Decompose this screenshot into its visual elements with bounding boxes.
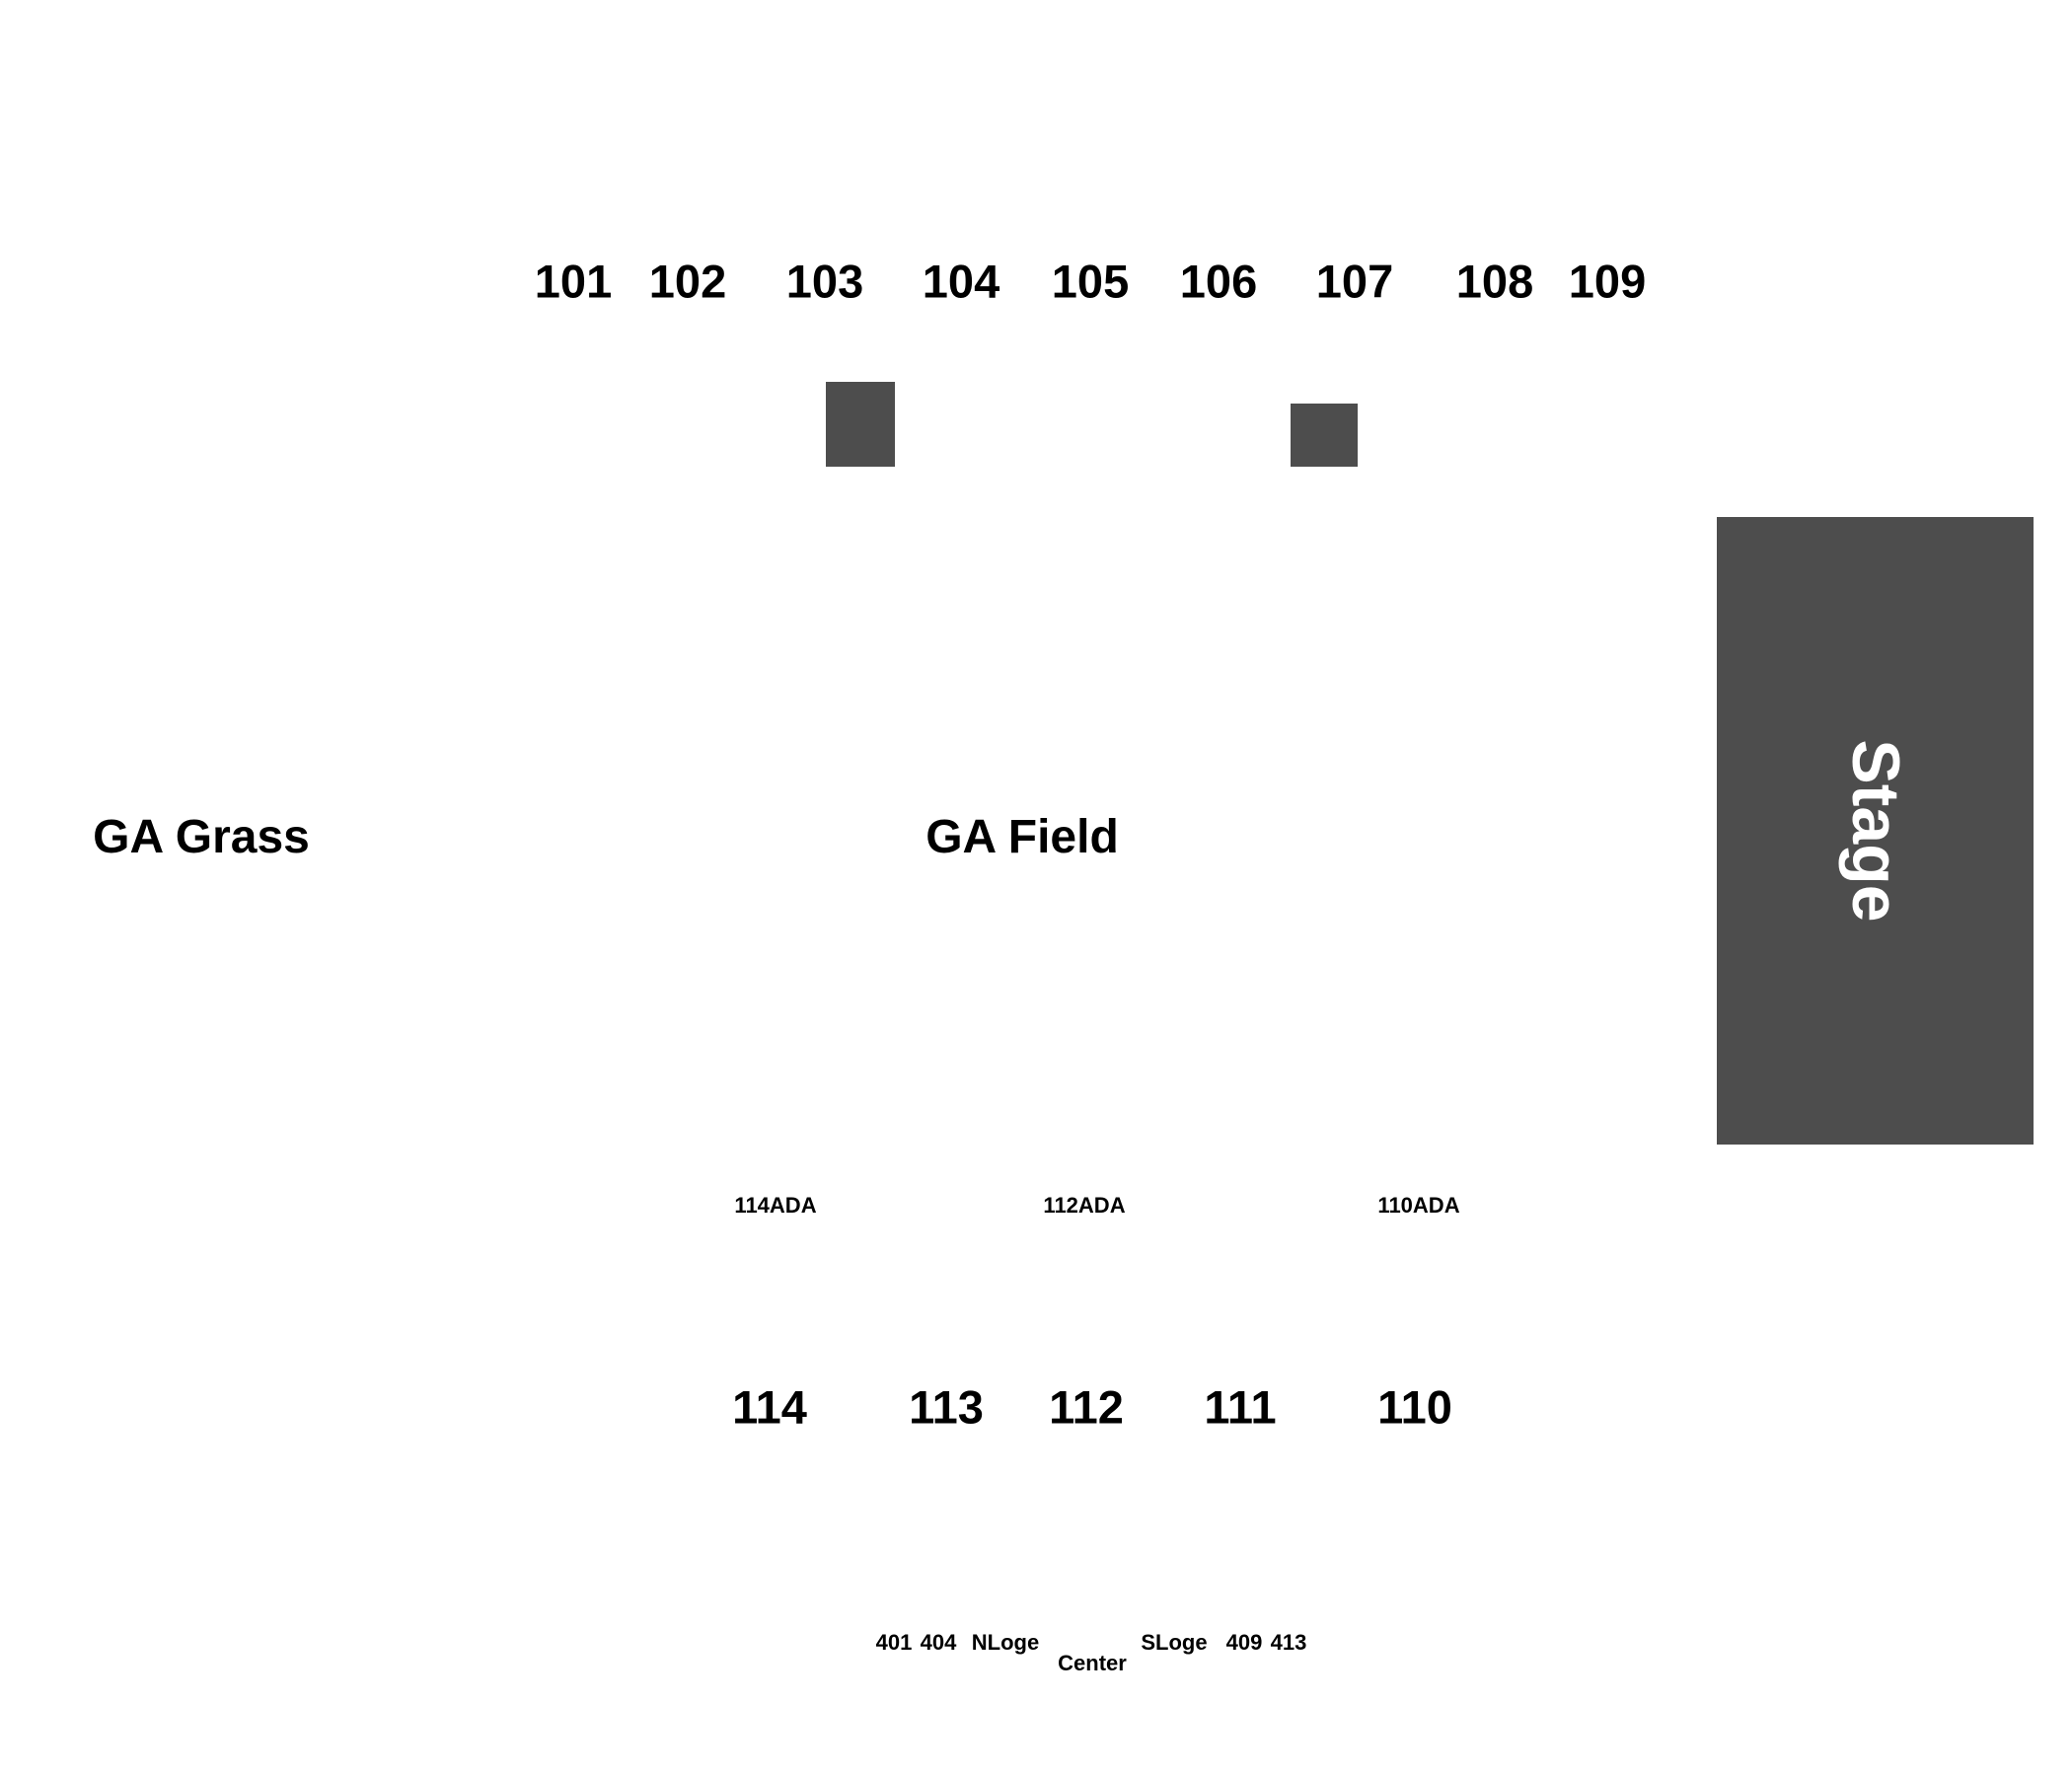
section-110ada[interactable]: 110ADA: [1377, 1193, 1460, 1218]
section-112[interactable]: 112: [1049, 1380, 1124, 1434]
ga-field-label[interactable]: GA Field: [925, 811, 1119, 863]
section-103[interactable]: 103: [785, 255, 864, 308]
section-north-loge[interactable]: NLoge: [971, 1630, 1040, 1655]
section-111[interactable]: 111: [1204, 1380, 1277, 1434]
section-110[interactable]: 110: [1377, 1380, 1452, 1434]
section-105[interactable]: 105: [1051, 255, 1130, 308]
obstruction-block-left: [826, 382, 895, 467]
section-109[interactable]: 109: [1568, 255, 1647, 308]
section-106[interactable]: 106: [1179, 255, 1258, 308]
section-south-loge[interactable]: SLoge: [1141, 1630, 1208, 1655]
section-404[interactable]: 404: [920, 1630, 957, 1655]
section-104[interactable]: 104: [922, 255, 1000, 308]
section-409[interactable]: 409: [1225, 1630, 1263, 1655]
section-107[interactable]: 107: [1315, 255, 1394, 308]
stage: Stage: [1717, 517, 2034, 1145]
stage-label: Stage: [1837, 739, 1913, 923]
section-102[interactable]: 102: [648, 255, 727, 308]
section-center[interactable]: Center: [1058, 1651, 1127, 1675]
section-114[interactable]: 114: [732, 1380, 807, 1434]
obstruction-block-right: [1291, 404, 1358, 467]
section-413[interactable]: 413: [1270, 1630, 1307, 1655]
section-101[interactable]: 101: [534, 255, 613, 308]
section-114ada[interactable]: 114ADA: [734, 1193, 817, 1218]
ga-grass-label[interactable]: GA Grass: [93, 811, 310, 863]
section-401[interactable]: 401: [875, 1630, 913, 1655]
section-112ada[interactable]: 112ADA: [1043, 1193, 1126, 1218]
section-108[interactable]: 108: [1455, 255, 1534, 308]
section-113[interactable]: 113: [909, 1380, 984, 1434]
